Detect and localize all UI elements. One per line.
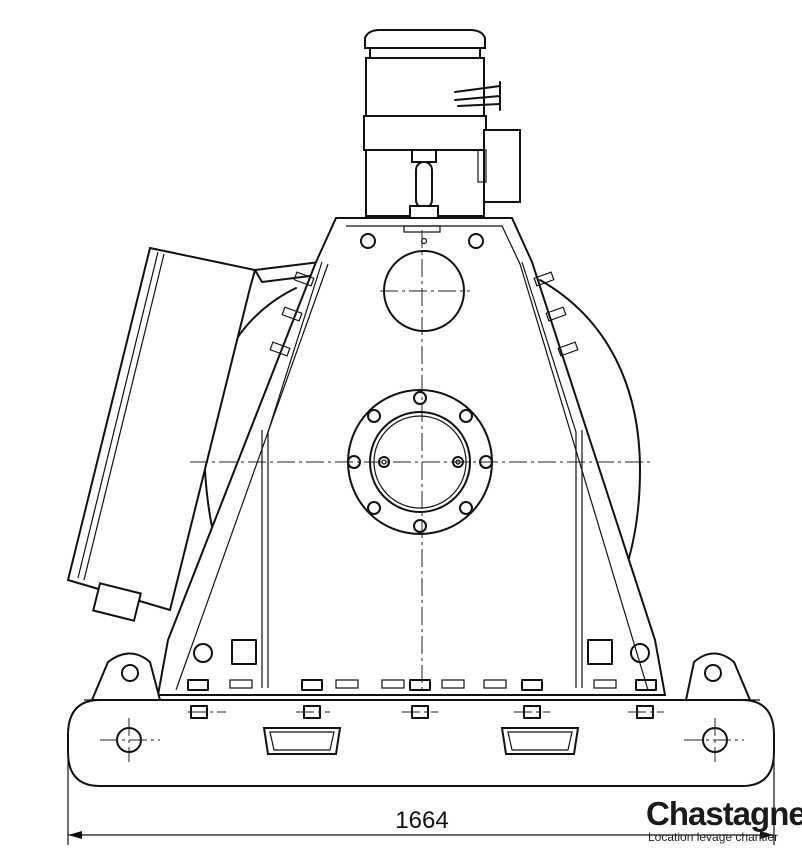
base-skid: [67, 699, 775, 787]
base-lugs: [90, 652, 752, 701]
motor-assembly: [363, 29, 521, 219]
brand-tagline: Location levage chantier: [648, 830, 779, 844]
control-box: [66, 246, 321, 622]
width-dimension: 1664: [67, 760, 775, 845]
centerlines: [100, 230, 744, 762]
base-bolts: [187, 679, 657, 691]
brand-logo: Chastagner Location levage chantier: [646, 796, 802, 848]
width-dimension-label: 1664: [395, 807, 448, 834]
brand-name: Chastagner: [646, 795, 802, 832]
